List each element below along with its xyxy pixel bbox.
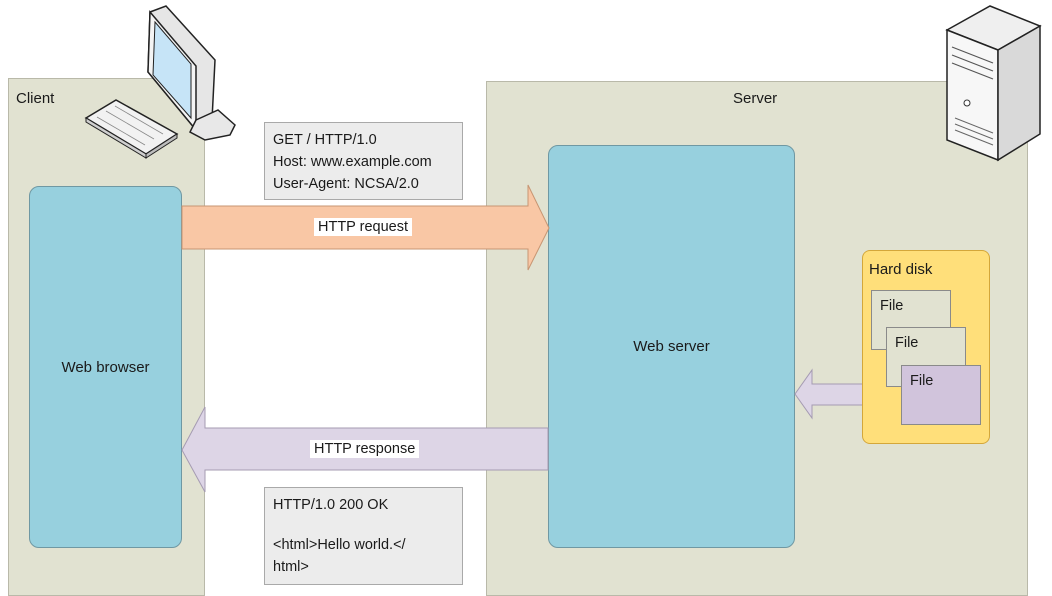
request-line-3: User-Agent: NCSA/2.0 — [273, 176, 419, 192]
file-2-label: File — [895, 335, 919, 351]
http-request-message: GET / HTTP/1.0 Host: www.example.com Use… — [264, 122, 463, 200]
desktop-computer-icon — [147, 5, 236, 141]
file-3: File — [901, 365, 981, 425]
web-server-box: Web server — [548, 145, 795, 548]
response-line-3: <html>Hello world.</ — [273, 537, 406, 553]
http-request-label: HTTP request — [314, 218, 412, 236]
file-3-label: File — [910, 373, 934, 389]
http-response-label: HTTP response — [310, 440, 420, 458]
client-label: Client — [16, 90, 55, 107]
response-line-1: HTTP/1.0 200 OK — [273, 497, 389, 513]
response-line-4: html> — [273, 559, 309, 575]
web-server-label: Web server — [633, 338, 710, 355]
server-tower-icon — [945, 5, 1042, 162]
server-label: Server — [733, 90, 778, 107]
hard-disk-label: Hard disk — [869, 261, 933, 278]
web-browser-box: Web browser — [29, 186, 182, 548]
keyboard-icon — [84, 99, 179, 159]
web-browser-label: Web browser — [61, 358, 150, 376]
request-line-2: Host: www.example.com — [273, 154, 432, 170]
request-line-1: GET / HTTP/1.0 — [273, 132, 377, 148]
file-1-label: File — [880, 298, 904, 314]
http-response-message: HTTP/1.0 200 OK <html>Hello world.</ htm… — [264, 487, 463, 585]
